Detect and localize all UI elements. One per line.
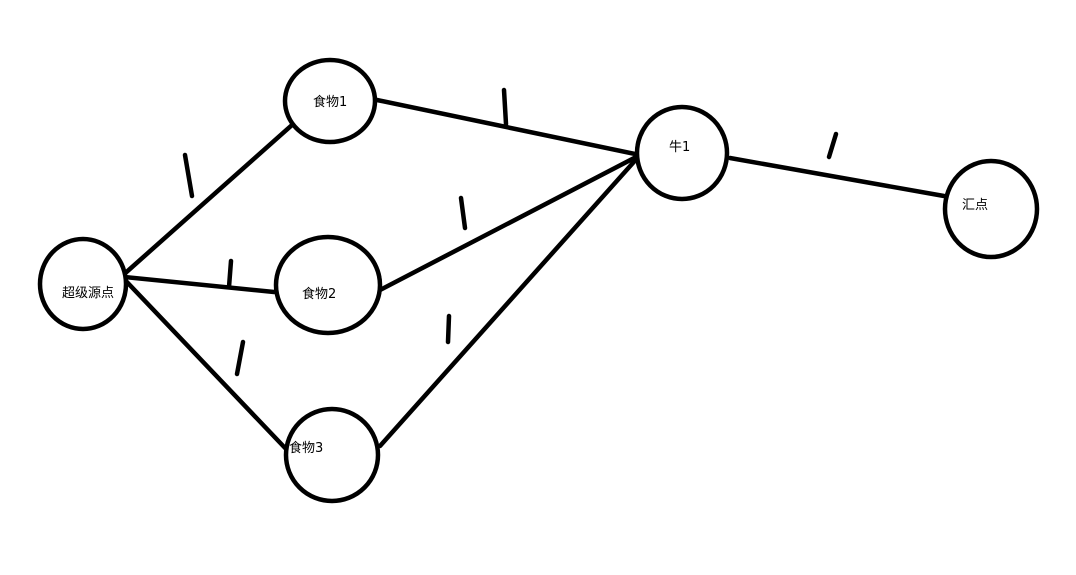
node-circle-sink	[942, 158, 1040, 260]
node-label-cow1: 牛1	[669, 140, 690, 155]
node-circle-food2	[273, 234, 383, 336]
node-circle-food3	[283, 406, 381, 504]
node-circle-source	[37, 236, 129, 332]
node-label-sink: 汇点	[962, 198, 988, 213]
capacity-mark-food2-to-cow1	[458, 195, 468, 231]
edge-source-to-food2	[121, 274, 277, 295]
capacity-mark-source-to-food1	[182, 152, 195, 199]
node-label-food1: 食物1	[313, 94, 347, 110]
node-food3: 食物3	[283, 406, 381, 504]
edge-cow1-to-sink	[727, 155, 947, 199]
capacity-mark-cow1-to-sink	[826, 131, 839, 160]
capacity-mark-source-to-food3	[234, 339, 246, 377]
edges-layer	[119, 97, 947, 453]
nodes-layer: 超级源点 食物1 食物2 食物3 牛1 汇点	[37, 57, 1040, 504]
node-source: 超级源点	[37, 236, 129, 332]
edge-food3-to-cow1	[377, 152, 643, 449]
node-circle-cow1	[634, 104, 730, 202]
edge-source-to-food1	[119, 122, 295, 279]
capacity-mark-food1-to-cow1	[501, 87, 509, 127]
node-label-source: 超级源点	[62, 286, 114, 301]
capacity-marks-layer	[182, 87, 839, 377]
capacity-mark-source-to-food2	[226, 258, 234, 290]
node-sink: 汇点	[942, 158, 1040, 260]
node-label-food3: 食物3	[289, 440, 323, 456]
node-label-food2: 食物2	[302, 286, 336, 302]
node-cow1: 牛1	[634, 104, 730, 202]
node-circle-food1	[282, 57, 378, 145]
edge-food1-to-cow1	[374, 97, 643, 158]
node-food1: 食物1	[282, 57, 378, 145]
node-food2: 食物2	[273, 234, 383, 336]
edge-food2-to-cow1	[377, 152, 643, 293]
capacity-mark-food3-to-cow1	[445, 313, 452, 345]
edge-source-to-food3	[121, 276, 290, 453]
